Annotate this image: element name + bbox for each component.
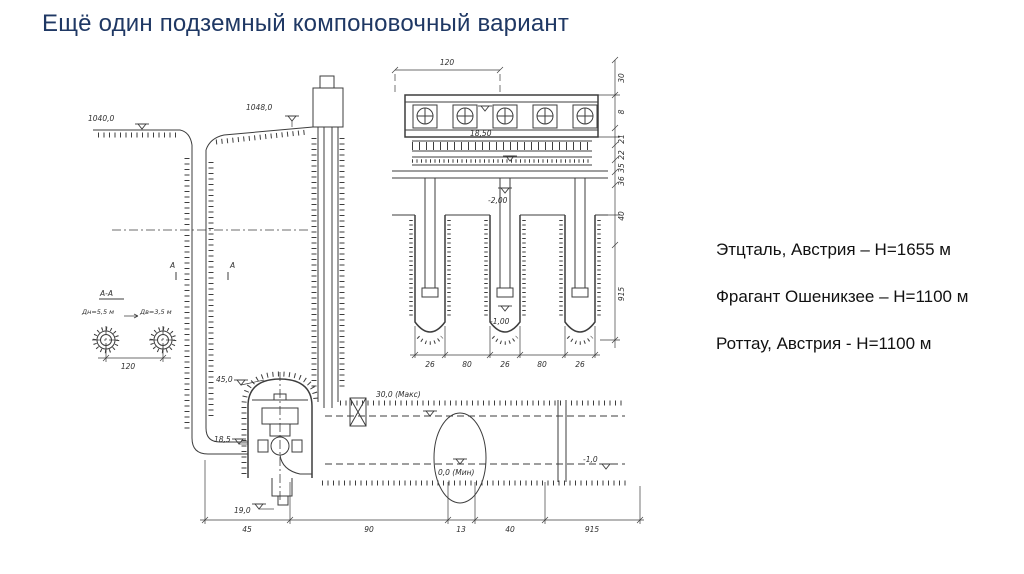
label-elev-1040: 1040,0 [88, 114, 114, 123]
label-dim-90: 90 [364, 525, 374, 534]
label-detail-title: А-А [99, 289, 113, 298]
powerhouse-cavern: 45,0 18,5 19,0 [214, 371, 319, 515]
surge-chambers: -1,00 [392, 214, 608, 345]
plant-example-fragant: Фрагант Ошеникзее – Н=1100 м [716, 287, 969, 306]
plant-examples-list: Этцталь, Австрия – Н=1655 м Фрагант Ошен… [716, 240, 968, 381]
label-elev-gallery: -2,00 [488, 196, 508, 205]
plant-example-etztal: Этцталь, Австрия – Н=1655 м [716, 240, 951, 259]
surge-tower-shaft [311, 75, 345, 408]
label-inner-diameter: Дв=3,5 м [139, 308, 172, 316]
label-plan-width: 120 [440, 58, 455, 67]
label-rdim-35: 35 [617, 163, 626, 173]
plan-right-dimensions: 30 8 21 22 35 36 40 915 [598, 56, 626, 348]
underground-powerhouse-drawing: 1040,0 1048,0 А А [81, 56, 644, 534]
label-plan-dim-80b: 80 [537, 360, 547, 369]
label-outer-diameter: Дн=5,5 м [81, 308, 114, 316]
label-plan-dim-26c: 26 [575, 360, 585, 369]
label-dim-45: 45 [242, 525, 252, 534]
plant-example-rottau: Роттау, Австрия - Н=1100 м [716, 334, 932, 353]
plan-bottom-dimensions: 26 80 26 80 26 [410, 326, 600, 369]
plan-top-dimension: 120 [391, 58, 504, 95]
label-tailwater-min: 0,0 (Мин) [438, 468, 474, 477]
label-dim-40: 40 [505, 525, 515, 534]
machine-hall-plan: 18,50 [404, 94, 599, 138]
label-dim-13: 13 [456, 525, 466, 534]
label-elev-cavern-bottom: 19,0 [234, 506, 251, 515]
label-section-marker-right: А [229, 261, 235, 270]
label-elev-tunnel-end: -1,0 [583, 455, 598, 464]
label-rdim-21: 21 [617, 134, 626, 144]
label-rdim-40: 40 [617, 211, 626, 221]
plan-view: 120 18,50 [391, 56, 626, 369]
label-section-marker-left: А [169, 261, 175, 270]
label-rdim-8: 8 [617, 109, 626, 114]
label-elev-cavern-mid: 18,5 [214, 435, 231, 444]
section-detail-aa: А-А Дн=5,5 м Дв=3,5 м 120 [81, 289, 177, 371]
transformer-rows [412, 140, 592, 166]
label-dim-915: 915 [585, 525, 600, 534]
slide-title: Ещё один подземный компоновочный вариант [42, 10, 570, 37]
label-plan-dim-26b: 26 [500, 360, 510, 369]
label-rdim-36: 36 [617, 176, 626, 186]
label-rdim-915: 915 [617, 287, 626, 302]
label-plan-dim-80a: 80 [462, 360, 472, 369]
label-elev-chamber: -1,00 [490, 317, 510, 326]
cross-section-view: 1040,0 1048,0 А А [81, 75, 644, 534]
reservoir-intake: 1040,0 [88, 114, 193, 146]
gallery-band: -2,00 [392, 170, 608, 215]
label-tailwater-max: 30,0 (Макс) [376, 390, 421, 399]
label-elev-cavern-top: 45,0 [216, 375, 233, 384]
tailrace-tunnel: 30,0 (Макс) 0,0 (Мин) -1,0 [322, 390, 626, 504]
label-rdim-22: 22 [617, 150, 626, 160]
penstock-shaft: 1048,0 А А [112, 103, 314, 455]
label-elev-1048: 1048,0 [246, 103, 272, 112]
label-plan-dim-26a: 26 [425, 360, 435, 369]
label-detail-width: 120 [121, 362, 136, 371]
section-dimension-chain: 45 90 13 40 915 [200, 460, 644, 534]
label-rdim-30: 30 [617, 73, 626, 83]
label-elev-hall: 18,50 [470, 129, 492, 138]
